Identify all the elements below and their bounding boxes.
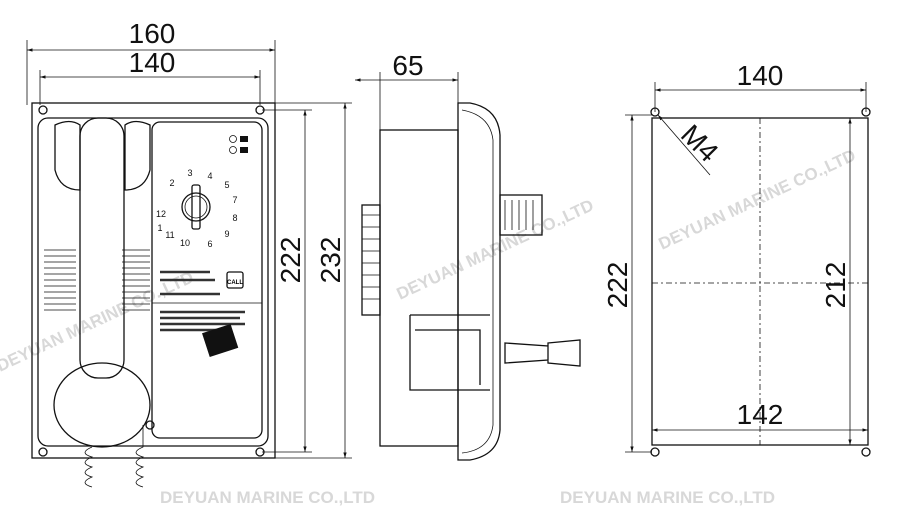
terminal-block bbox=[361, 204, 381, 316]
dim-212: 212 bbox=[820, 262, 851, 309]
key-switch bbox=[202, 323, 239, 357]
side-view: 65 bbox=[355, 50, 581, 461]
cable-gland bbox=[499, 194, 543, 236]
speaker-grille bbox=[44, 249, 150, 311]
handset-cradle bbox=[54, 120, 151, 191]
dim-65: 65 bbox=[392, 50, 423, 81]
selector-dial[interactable] bbox=[181, 184, 211, 230]
dim-140-mount: 140 bbox=[737, 60, 784, 91]
dim-140: 140 bbox=[129, 47, 176, 78]
handle bbox=[504, 339, 581, 367]
svg-text:2: 2 bbox=[169, 178, 174, 188]
dim-222: 222 bbox=[275, 237, 306, 284]
svg-text:4: 4 bbox=[207, 171, 212, 181]
call-button[interactable] bbox=[226, 271, 244, 289]
dim-232: 232 bbox=[315, 237, 346, 284]
screw-icons bbox=[38, 105, 265, 457]
svg-text:9: 9 bbox=[224, 229, 229, 239]
svg-text:1: 1 bbox=[157, 223, 162, 233]
dial-numbers: 1 2 3 4 5 7 8 9 6 10 11 12 bbox=[156, 168, 238, 249]
call-label: CALL bbox=[227, 280, 243, 286]
svg-text:12: 12 bbox=[156, 209, 166, 219]
control-panel bbox=[151, 121, 263, 439]
m4-label: M4 bbox=[675, 119, 724, 168]
dim-222-mount: 222 bbox=[602, 262, 633, 309]
watermark: DEYUAN MARINE CO.,LTD bbox=[160, 488, 375, 507]
svg-text:7: 7 bbox=[232, 195, 237, 205]
watermark: DEYUAN MARINE CO.,LTD bbox=[560, 488, 775, 507]
front-view: 160 140 222 232 1 2 3 4 5 7 8 9 6 10 11 … bbox=[26, 18, 352, 488]
svg-text:11: 11 bbox=[165, 230, 174, 240]
watermark: DEYUAN MARINE CO.,LTD bbox=[394, 196, 597, 304]
watermark: DEYUAN MARINE CO.,LTD bbox=[656, 146, 859, 254]
svg-text:6: 6 bbox=[207, 239, 212, 249]
svg-text:3: 3 bbox=[187, 168, 192, 178]
svg-text:5: 5 bbox=[224, 180, 229, 190]
screw-icons bbox=[650, 107, 871, 457]
handset bbox=[53, 117, 155, 488]
dim-160: 160 bbox=[129, 18, 176, 49]
watermarks: DEYUAN MARINE CO.,LTD DEYUAN MARINE CO.,… bbox=[0, 146, 859, 507]
mounting-view: 140 222 212 142 M4 bbox=[602, 60, 871, 457]
svg-text:8: 8 bbox=[232, 213, 237, 223]
dim-142: 142 bbox=[737, 399, 784, 430]
svg-text:10: 10 bbox=[180, 238, 190, 248]
watermark: DEYUAN MARINE CO.,LTD bbox=[0, 268, 197, 376]
